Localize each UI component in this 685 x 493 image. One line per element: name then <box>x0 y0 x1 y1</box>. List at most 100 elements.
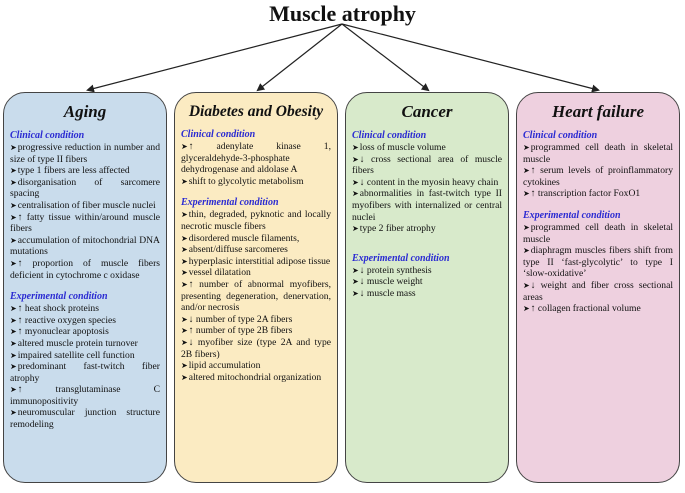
list-item: ➤type 2 fiber atrophy <box>352 223 502 235</box>
list-item-text: ↑ transglutaminase C immunopositivity <box>10 384 160 407</box>
bullet-arrow-icon: ➤ <box>523 280 530 290</box>
bullet-arrow-icon: ➤ <box>181 279 188 289</box>
list-item: ➤loss of muscle volume <box>352 142 502 154</box>
bullet-arrow-icon: ➤ <box>523 166 530 176</box>
list-item: ➤shift to glycolytic metabolism <box>181 176 331 188</box>
list-item-text: ↓ muscle mass <box>359 287 416 299</box>
list-item-text: ↑ myonuclear apoptosis <box>17 326 109 338</box>
experimental-list: ➤thin, degraded, pyknotic and locally ne… <box>181 209 331 383</box>
clinical-list: ➤loss of muscle volume➤↓ cross sectional… <box>352 142 502 235</box>
list-item-text: neuromuscular junction structure remodel… <box>10 407 160 431</box>
arrow-to-aging <box>86 23 343 93</box>
list-item-text: ↓ number of type 2A fibers <box>188 313 293 325</box>
list-item-text: hyperplasic interstitial adipose tissue <box>188 255 331 267</box>
list-item: ➤↑ transglutaminase C immunopositivity <box>10 384 160 407</box>
arrow-to-diabetes <box>256 23 343 92</box>
list-item: ➤accumulation of mitochondrial DNA mutat… <box>10 235 160 258</box>
list-item-text: accumulation of mitochondrial DNA mutati… <box>10 234 160 258</box>
list-item: ➤↑ heat shock proteins <box>10 303 160 315</box>
experimental-list: ➤↓ protein synthesis➤↓ muscle weight➤↓ m… <box>352 265 502 300</box>
bullet-arrow-icon: ➤ <box>10 304 17 314</box>
list-item-text: ↑ proportion of muscle fibers deficient … <box>10 257 160 281</box>
connector-arrows <box>86 23 600 93</box>
cancer-box: Cancer Clinical condition ➤loss of muscl… <box>345 92 509 483</box>
list-item: ➤↑ number of abnormal myofibers, present… <box>181 279 331 314</box>
list-item-text: centralisation of fiber muscle nuclei <box>17 199 156 211</box>
list-item: ➤↓ muscle mass <box>352 288 502 300</box>
list-item-text: disordered muscle filaments, <box>188 232 300 244</box>
bullet-arrow-icon: ➤ <box>352 143 359 152</box>
list-item: ➤altered muscle protein turnover <box>10 338 160 350</box>
list-item-text: ↑ collagen fractional volume <box>530 303 641 315</box>
list-item-text: diaphragm muscles fibers shift from type… <box>523 245 673 280</box>
list-item-text: loss of muscle volume <box>359 142 446 153</box>
list-item-text: ↓ cross sectional area of muscle fibers <box>352 153 502 177</box>
list-item-text: progressive reduction in number and size… <box>10 142 160 165</box>
list-item: ➤centralisation of fiber muscle nuclei <box>10 200 160 212</box>
list-item-text: lipid accumulation <box>188 360 261 372</box>
list-item: ➤disordered muscle filaments, <box>181 233 331 245</box>
bullet-arrow-icon: ➤ <box>10 200 17 210</box>
list-item-text: ↑ heat shock proteins <box>17 303 99 315</box>
bullet-arrow-icon: ➤ <box>181 314 188 324</box>
list-item-text: predominant fast-twitch fiber atrophy <box>10 361 160 384</box>
heart-failure-box: Heart failure Clinical condition ➤progra… <box>516 92 680 483</box>
bullet-arrow-icon: ➤ <box>10 258 17 268</box>
bullet-arrow-icon: ➤ <box>10 408 17 418</box>
bullet-arrow-icon: ➤ <box>10 350 17 360</box>
bullet-arrow-icon: ➤ <box>181 233 188 243</box>
list-item-text: ↑ reactive oxygen species <box>17 314 116 326</box>
diagram-title: Muscle atrophy <box>269 1 416 26</box>
list-item: ➤absent/diffuse sarcomeres <box>181 244 331 256</box>
bullet-arrow-icon: ➤ <box>523 143 530 152</box>
clinical-condition-heading: Clinical condition <box>10 130 85 141</box>
list-item: ➤↑ transcription factor FoxO1 <box>523 188 673 200</box>
list-item: ➤↓ number of type 2A fibers <box>181 314 331 326</box>
list-item: ➤lipid accumulation <box>181 360 331 372</box>
list-item: ➤programmed cell death in skeletal muscl… <box>523 142 673 165</box>
bullet-arrow-icon: ➤ <box>10 177 17 187</box>
list-item: ➤neuromuscular junction structure remode… <box>10 407 160 430</box>
list-item: ➤↑ proportion of muscle fibers deficient… <box>10 258 160 281</box>
bullet-arrow-icon: ➤ <box>181 210 188 220</box>
box-title: Cancer <box>401 102 453 121</box>
list-item: ➤↓ weight and fiber cross sectional area… <box>523 280 673 303</box>
clinical-condition-heading: Clinical condition <box>352 130 427 141</box>
clinical-list: ➤programmed cell death in skeletal muscl… <box>523 142 673 200</box>
list-item: ➤diaphragm muscles fibers shift from typ… <box>523 245 673 280</box>
bullet-arrow-icon: ➤ <box>352 288 359 298</box>
bullet-arrow-icon: ➤ <box>181 337 188 347</box>
bullet-arrow-icon: ➤ <box>352 177 359 187</box>
bullet-arrow-icon: ➤ <box>10 362 17 372</box>
list-item: ➤↑ adenylate kinase 1, glyceraldehyde-3-… <box>181 141 331 176</box>
bullet-arrow-icon: ➤ <box>181 361 188 371</box>
list-item-text: ↑ adenylate kinase 1, glyceraldehyde-3-p… <box>181 141 331 176</box>
experimental-condition-heading: Experimental condition <box>181 197 279 209</box>
box-title: Diabetes and Obesity <box>188 103 324 120</box>
bullet-arrow-icon: ➤ <box>352 154 359 164</box>
bullet-arrow-icon: ➤ <box>352 265 359 275</box>
list-item: ➤↑ serum levels of proinflammatory cytok… <box>523 165 673 188</box>
list-item: ➤vessel dilatation <box>181 267 331 279</box>
bullet-arrow-icon: ➤ <box>352 189 359 199</box>
list-item-text: programmed cell death in skeletal muscle <box>523 221 673 245</box>
bullet-arrow-icon: ➤ <box>10 235 17 245</box>
list-item: ➤altered mitochondrial organization <box>181 372 331 384</box>
clinical-condition-heading: Clinical condition <box>523 130 598 141</box>
list-item: ➤↑ number of type 2B fibers <box>181 325 331 337</box>
aging-box: Aging Clinical condition ➤progressive re… <box>3 92 167 483</box>
list-item: ➤hyperplasic interstitial adipose tissue <box>181 256 331 268</box>
list-item-text: type 2 fiber atrophy <box>359 223 436 235</box>
bullet-arrow-icon: ➤ <box>181 372 188 382</box>
list-item-text: ↑ number of type 2B fibers <box>188 325 293 337</box>
list-item: ➤progressive reduction in number and siz… <box>10 142 160 165</box>
list-item-text: type 1 fibers are less affected <box>17 165 130 177</box>
bullet-arrow-icon: ➤ <box>181 245 188 255</box>
list-item-text: altered muscle protein turnover <box>17 337 138 349</box>
bullet-arrow-icon: ➤ <box>523 304 530 314</box>
list-item-text: ↑ serum levels of proinflammatory cytoki… <box>523 165 673 188</box>
bullet-arrow-icon: ➤ <box>181 326 188 336</box>
list-item: ➤↑ myonuclear apoptosis <box>10 326 160 338</box>
box-title: Aging <box>63 102 107 121</box>
experimental-condition-heading: Experimental condition <box>523 209 621 221</box>
